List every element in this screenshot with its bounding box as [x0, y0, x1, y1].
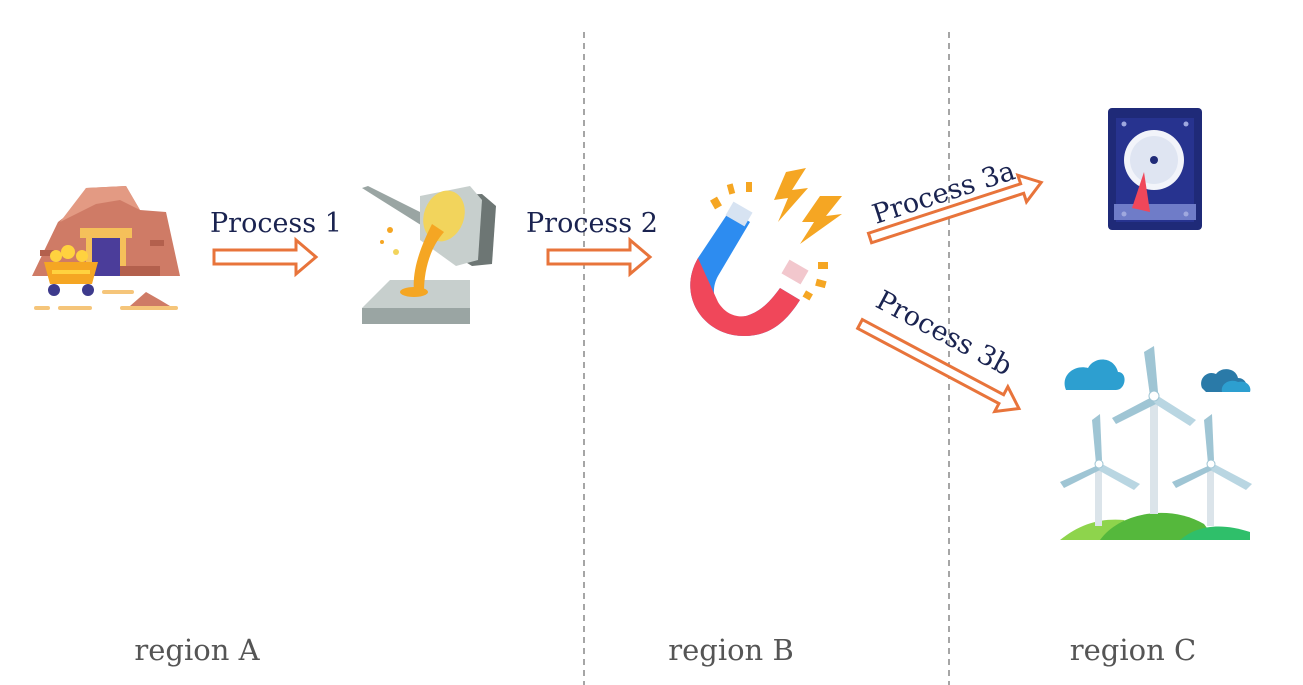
arrow-process-3b [855, 317, 1022, 414]
label-region-c: region C [1070, 633, 1196, 667]
label-region-b: region B [668, 633, 794, 667]
arrow-process-3a [866, 172, 1044, 245]
magnet-icon [690, 168, 842, 336]
mine-icon [32, 186, 180, 310]
label-region-a: region A [134, 633, 260, 667]
label-process-1: Process 1 [210, 208, 342, 239]
hard-drive-icon [1108, 108, 1202, 230]
label-process-2: Process 2 [526, 208, 658, 239]
arrow-process-1 [212, 236, 319, 278]
wind-turbines-icon [1060, 346, 1252, 540]
smelting-icon [362, 186, 496, 324]
arrow-process-2 [546, 236, 653, 278]
